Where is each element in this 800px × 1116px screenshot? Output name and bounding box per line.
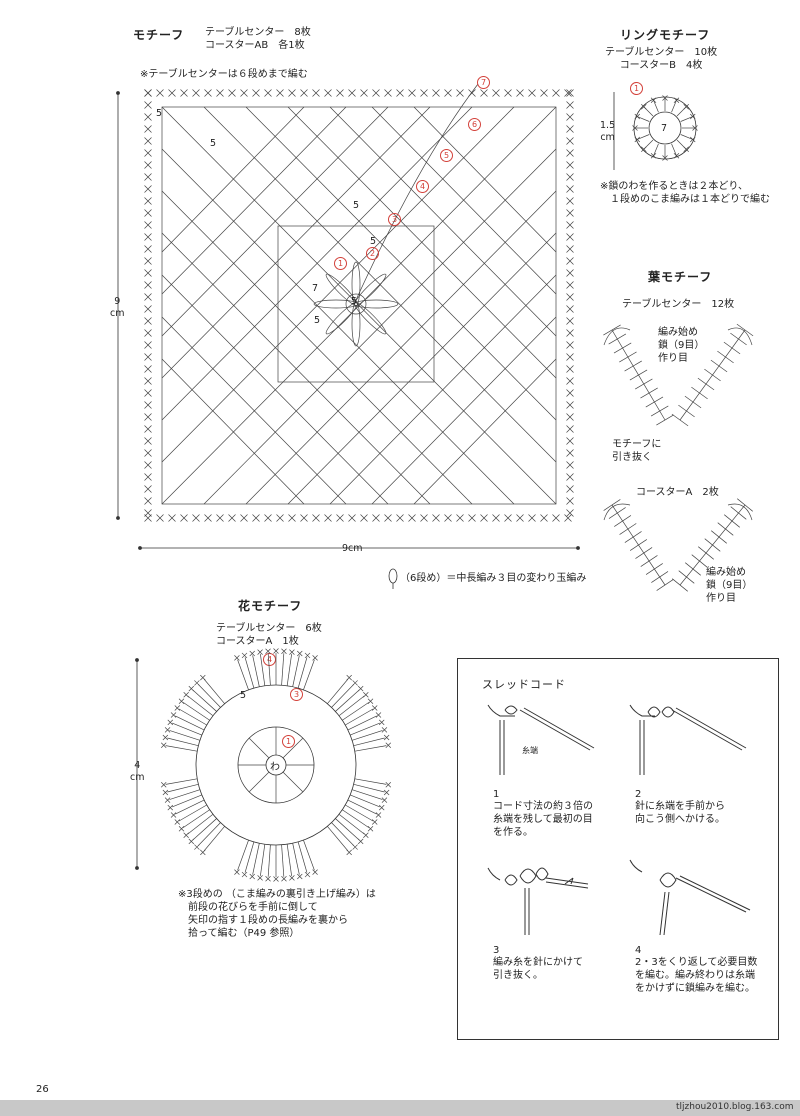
motif-note: ※テーブルセンターは６段めまで編む [140, 69, 308, 80]
ring-size-label: 1.5 cm [600, 120, 616, 143]
leaf-pull: モチーフに 引き抜く [612, 439, 662, 463]
step-4-text: 2・3をくり返して必要目数 を編む。編み終わりは糸端 をかけずに鎖編みを編む。 [635, 957, 758, 994]
motif-round-3: 3 [388, 213, 401, 226]
flower-center-label: わ [270, 762, 280, 773]
leaf-counts-2: コースターA 2枚 [636, 487, 719, 498]
motif-round-1: 1 [334, 257, 347, 270]
step-3-num: 3 [493, 945, 500, 956]
flower-round-4: 4 [263, 653, 276, 666]
motif-round-4: 4 [416, 180, 429, 193]
sled-cord-box [457, 658, 779, 1040]
source-watermark: tljzhou2010.blog.163.com [676, 1102, 794, 1112]
ring-motif-note: ※鎖のわを作るときは２本どり、 １段めのこま編みは１本どりで編む [600, 181, 770, 205]
motif-label: 5 [156, 108, 163, 119]
flower-counts: テーブルセンター 6枚 コースターA 1枚 [216, 623, 322, 647]
flower-round-3: 3 [290, 688, 303, 701]
ring-round-1: 1 [630, 82, 643, 95]
motif-round-5: 5 [440, 149, 453, 162]
motif-legend: （6段め）＝中長編み３目の変わり玉編み [400, 573, 587, 584]
leaf-counts-1: テーブルセンター 12枚 [622, 299, 735, 310]
motif-label: 5 [353, 200, 360, 211]
leaf-start-2: 編み始め 鎖（9目） 作り目 [706, 567, 753, 604]
ring-chart [613, 92, 698, 170]
sled-cord-title: スレッドコード [482, 678, 566, 691]
step-4-num: 4 [635, 945, 642, 956]
step-2-num: 2 [635, 789, 642, 800]
motif-counts: テーブルセンター 8枚 コースターAB 各1枚 [205, 27, 311, 51]
motif-label: 7 [312, 283, 319, 294]
motif-round-2: 2 [366, 247, 379, 260]
step-1-num: 1 [493, 789, 500, 800]
motif-label: 5 [210, 138, 217, 149]
motif-title: モチーフ [133, 28, 185, 42]
step-3-text: 編み糸を針にかけて 引き抜く。 [493, 957, 583, 981]
motif-round-7: 7 [477, 76, 490, 89]
motif-label: 5 [351, 296, 358, 307]
page-number: 26 [36, 1084, 49, 1095]
ring-motif-title: リングモチーフ [620, 28, 711, 42]
flower-chart [135, 648, 392, 882]
leaf-chart [603, 323, 754, 592]
step-1-text: コード寸法の約３倍の 糸端を残して最初の目 を作る。 [493, 801, 593, 838]
flower-inner-label: 5 [240, 690, 247, 701]
motif-chart [116, 83, 580, 589]
motif-height-label: 9 cm [110, 296, 125, 319]
ring-motif-counts: テーブルセンター 10枚 コースターB 4枚 [605, 47, 718, 71]
sled-cord-illustrations [487, 704, 751, 936]
motif-round-6: 6 [468, 118, 481, 131]
flower-note: ※3段めの （こま編みの裏引き上げ編み）は 前段の花びらを手前に倒して 矢印の指… [178, 889, 376, 939]
step-2-text: 針に糸端を手前から 向こう側へかける。 [635, 801, 725, 825]
flower-motif-title: 花モチーフ [238, 599, 303, 613]
leaf-start-1: 編み始め 鎖（9目） 作り目 [658, 327, 705, 364]
footer-bar [0, 1100, 800, 1116]
motif-width-label: 9cm [342, 543, 363, 554]
motif-label: 5 [314, 315, 321, 326]
ring-center-label: 7 [661, 123, 668, 134]
motif-label: 5 [370, 236, 377, 247]
yarn-end-label: 糸端 [522, 746, 538, 755]
leaf-motif-title: 葉モチーフ [648, 270, 713, 284]
flower-round-1: 1 [282, 735, 295, 748]
